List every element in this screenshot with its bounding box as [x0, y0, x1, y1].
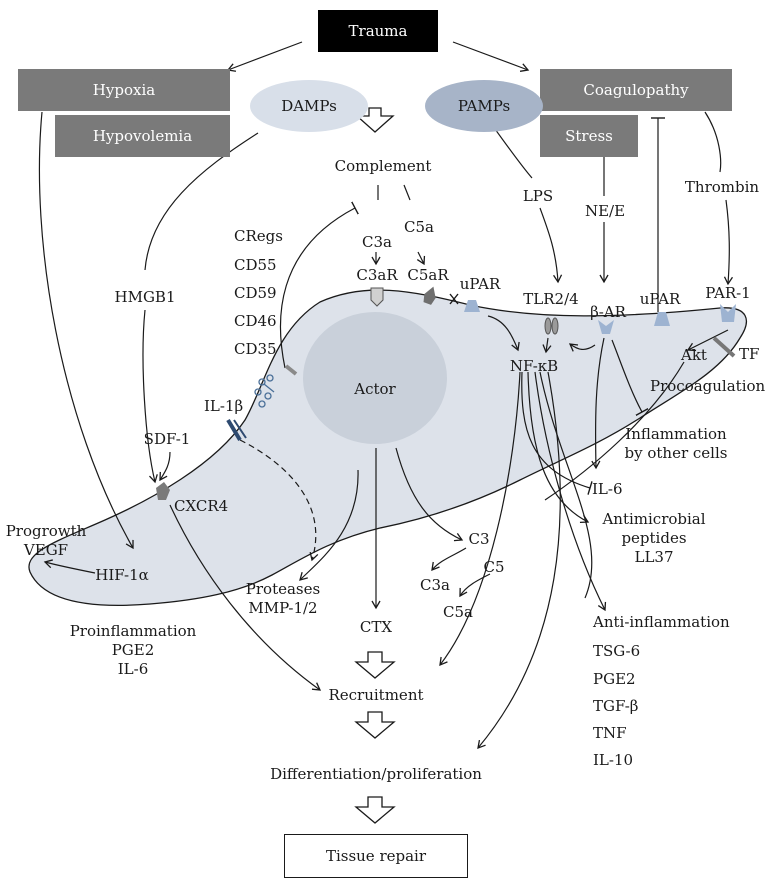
c3a-mid-label: C3a: [420, 576, 450, 594]
inflammation-other-label-1: Inflammation: [625, 425, 727, 443]
il10-label: IL-10: [593, 751, 634, 769]
nfkb-label: NF-κB: [509, 357, 559, 375]
thrombin-label: Thrombin: [684, 178, 760, 196]
c3-mid-label: C3: [468, 530, 490, 548]
progrowth-label: Progrowth: [5, 522, 87, 540]
coagulopathy-box: Coagulopathy: [540, 69, 732, 111]
tgfb-label: TGF-β: [593, 697, 639, 715]
akt-label: Akt: [681, 346, 707, 364]
inflammation-other-label-2: by other cells: [624, 444, 728, 462]
upar-right-label: uPAR: [639, 290, 681, 308]
proinflammation-label: Proinflammation: [69, 622, 197, 640]
ll37-label: LL37: [634, 548, 674, 566]
cd59-label: CD59: [234, 284, 277, 302]
tissue-repair-box: Tissue repair: [284, 834, 468, 878]
inhibit-x-icon: [449, 293, 459, 305]
tsg6-label: TSG-6: [593, 642, 641, 660]
pamps-ellipse: PAMPs: [425, 80, 543, 132]
actor-label: Actor: [354, 380, 396, 398]
proteases-label: Proteases: [245, 580, 321, 598]
cregs-label: CRegs: [234, 227, 283, 245]
tf-label: TF: [739, 345, 760, 363]
c3ar-label: C3aR: [356, 266, 398, 284]
sdf1-label: SDF-1: [143, 430, 191, 448]
tnf-label: TNF: [593, 724, 627, 742]
hollow-down-arrow-icon: [354, 107, 396, 824]
ctx-label: CTX: [359, 618, 393, 636]
mmp-label: MMP-1/2: [248, 599, 318, 617]
c5-mid-label: C5: [483, 558, 505, 576]
ne-e-label: NE/E: [584, 202, 626, 220]
receptor-icon: [156, 286, 736, 500]
hypoxia-box: Hypoxia: [18, 69, 230, 111]
upar-left-label: uPAR: [459, 275, 501, 293]
c5ar-label: C5aR: [407, 266, 449, 284]
il1b-label: IL-1β: [204, 397, 244, 415]
anti-inflammation-label: Anti-inflammation: [593, 613, 730, 631]
lps-label: LPS: [522, 187, 554, 205]
cd46-label: CD46: [234, 312, 277, 330]
c5a-mid-label: C5a: [443, 603, 473, 621]
c3a-top-label: C3a: [362, 233, 392, 251]
damps-ellipse: DAMPs: [250, 80, 368, 132]
recruitment-label: Recruitment: [328, 686, 424, 704]
connector-lines: [38, 41, 734, 750]
complement-label: Complement: [334, 157, 432, 175]
il1b-dashed-arrow: [239, 439, 319, 562]
il6-left-label: IL-6: [117, 660, 149, 678]
antimicrobial-label-2: peptides: [621, 529, 687, 547]
cell-body: [28, 289, 748, 606]
hif1a-label: HIF-1α: [95, 566, 149, 584]
stress-box: Stress: [540, 115, 638, 157]
hypovolemia-box: Hypovolemia: [55, 115, 230, 157]
procoagulation-label: Procoagulation: [650, 377, 766, 395]
hmgb1-label: HMGB1: [114, 288, 176, 306]
trauma-box: Trauma: [318, 10, 438, 52]
antimicrobial-label-1: Antimicrobial: [602, 510, 706, 528]
pge2-left-label: PGE2: [111, 641, 155, 659]
c5a-top-label: C5a: [404, 218, 434, 236]
cd55-label: CD55: [234, 256, 277, 274]
par1-label: PAR-1: [705, 284, 751, 302]
cxcr4-label: CXCR4: [174, 497, 229, 515]
il6-right-label: IL-6: [592, 480, 623, 498]
tlr24-label: TLR2/4: [523, 290, 579, 308]
vegf-label: VEGF: [23, 541, 69, 559]
cd35-label: CD35: [234, 340, 277, 358]
differentiation-label: Differentiation/proliferation: [270, 765, 482, 783]
pge2-right-label: PGE2: [593, 670, 636, 688]
beta-ar-label: β-AR: [590, 303, 626, 321]
nucleus: [303, 312, 447, 444]
